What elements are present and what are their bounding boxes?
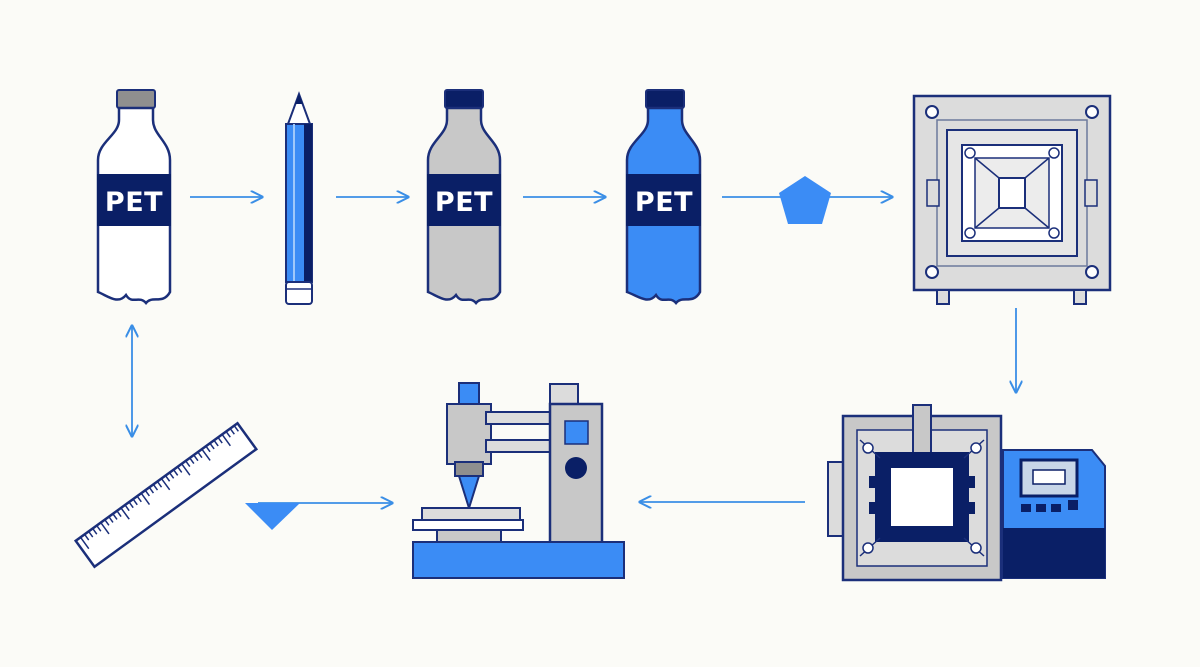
ruler-tick	[88, 530, 94, 538]
blue-pet-bottle-icon: PET	[625, 89, 702, 305]
ruler-tick	[104, 519, 110, 526]
ruler-tick	[209, 442, 215, 450]
ruler-tick	[96, 525, 102, 532]
ruler-tick	[128, 501, 134, 509]
bottle-blue-label: PET	[635, 187, 693, 218]
ruler-tick	[148, 486, 155, 494]
ruler-icon	[73, 421, 259, 569]
ruler-tick	[83, 533, 90, 541]
ruler-tick	[92, 528, 98, 535]
ruler-tick	[136, 495, 142, 503]
ruler-tick	[79, 536, 90, 550]
ruler-tick	[156, 481, 163, 488]
ruler-tick	[160, 478, 171, 491]
ruler-tick	[132, 498, 138, 506]
mold-plate-icon	[912, 94, 1112, 305]
ruler-tick	[144, 489, 150, 497]
ruler-tick	[225, 431, 231, 438]
injection-molding-machine-icon	[827, 404, 1106, 582]
ruler-tick	[152, 483, 159, 491]
ruler-tick	[233, 425, 239, 432]
ruler-tick	[193, 454, 199, 462]
bottle-clear-label: PET	[105, 187, 163, 218]
ruler-tick	[100, 522, 110, 535]
ruler-tick	[181, 463, 191, 476]
pencil-icon	[285, 91, 313, 305]
ruler-ticks	[79, 425, 239, 550]
ruler-tick	[164, 475, 171, 482]
ruler-tick	[168, 472, 175, 479]
ruler-tick	[120, 507, 130, 520]
ruler-tick	[116, 510, 122, 517]
ruler-tick	[205, 445, 211, 453]
ruler-tick	[112, 513, 118, 520]
ruler-tick	[221, 434, 231, 447]
clear-pet-bottle-icon: PET	[96, 89, 172, 305]
gray-pet-bottle-icon: PET	[426, 89, 502, 305]
ruler-tick	[189, 457, 195, 465]
ruler-tick	[124, 504, 130, 512]
ruler-tick	[229, 428, 235, 435]
triangle-icon	[245, 503, 300, 530]
3d-printer-icon	[412, 382, 625, 579]
ruler-tick	[177, 466, 183, 473]
ruler-tick	[185, 460, 191, 467]
ruler-tick	[217, 436, 223, 444]
ruler-tick	[197, 451, 203, 459]
ruler-tick	[201, 448, 211, 461]
ruler-tick	[108, 516, 114, 523]
ruler-tick	[172, 469, 179, 476]
ruler-tick	[213, 439, 219, 447]
pentagon-icon	[779, 176, 831, 224]
ruler-tick	[140, 492, 151, 505]
bottle-gray-label: PET	[435, 187, 493, 218]
